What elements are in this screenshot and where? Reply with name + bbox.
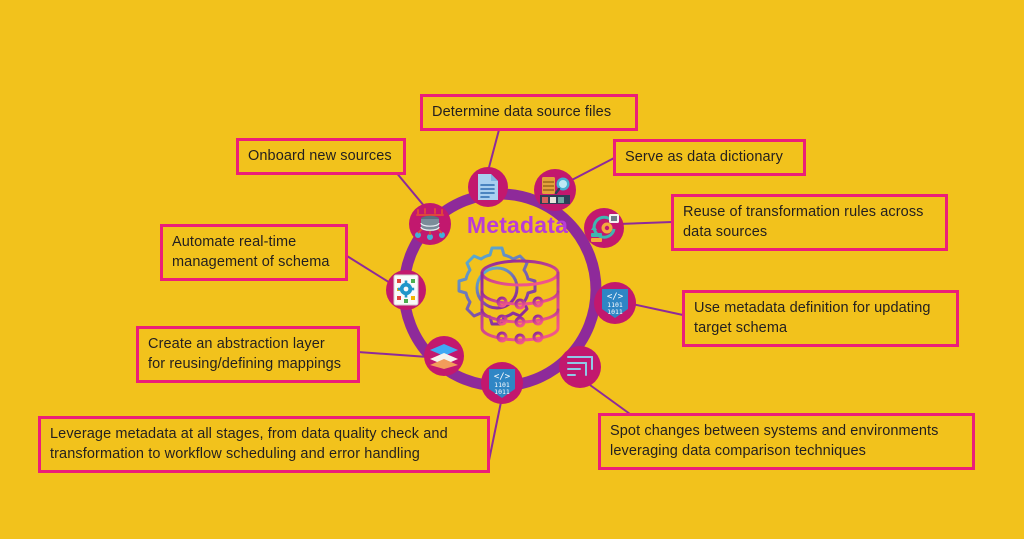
callout-serve-as-data-dictionary[interactable]: Serve as data dictionary <box>613 139 806 176</box>
callout-determine-data-source-files[interactable]: Determine data source files <box>420 94 638 131</box>
callout-create-an-abstraction-layer[interactable]: Create an abstraction layer for reusing/… <box>136 326 360 383</box>
center-illustration <box>457 246 560 345</box>
node-config-gear-doc-icon[interactable] <box>386 270 426 310</box>
callout-reuse-of-transformation-rules[interactable]: Reuse of transformation rules across dat… <box>671 194 948 251</box>
callout-use-metadata-definition[interactable]: Use metadata definition for updating tar… <box>682 290 959 347</box>
svg-text:1101: 1101 <box>607 301 623 309</box>
layers-icon <box>430 344 458 369</box>
leader-dictionary <box>565 155 619 184</box>
leader-abstraction <box>357 351 429 358</box>
leader-determine <box>486 125 501 176</box>
callout-spot-changes-between-systems[interactable]: Spot changes between systems and environ… <box>598 413 975 470</box>
database-cylinder-icon <box>480 259 560 345</box>
svg-text:1011: 1011 <box>607 308 623 316</box>
document-icon <box>478 174 498 200</box>
svg-text:</>: </> <box>607 292 624 302</box>
database-network-icon <box>415 208 445 240</box>
node-code-binary-icon-2[interactable]: </> 1101 1011 <box>481 362 523 404</box>
node-database-network-icon[interactable] <box>409 203 451 245</box>
callout-leverage-metadata-at-all-stages[interactable]: Leverage metadata at all stages, from da… <box>38 416 490 473</box>
node-server-search-icon[interactable] <box>534 169 576 211</box>
leader-usemeta <box>631 303 684 316</box>
code-binary-icon-2: </> 1101 1011 <box>489 369 515 398</box>
config-gear-doc-icon <box>393 274 419 306</box>
svg-text:</>: </> <box>494 372 511 382</box>
leader-spot <box>589 384 631 415</box>
code-binary-icon: </> 1101 1011 <box>602 289 628 318</box>
transform-sync-icon <box>591 214 619 242</box>
leader-reuse <box>617 221 673 225</box>
node-layers-icon[interactable] <box>424 336 464 376</box>
node-document-icon[interactable] <box>468 167 508 207</box>
page-title: Metadata <box>466 212 569 238</box>
node-transform-sync-icon[interactable] <box>584 208 624 248</box>
node-compare-list-icon[interactable] <box>559 346 601 388</box>
svg-text:1011: 1011 <box>494 388 510 396</box>
callout-automate-real-time-management[interactable]: Automate real-time management of schema <box>160 224 348 281</box>
svg-text:1101: 1101 <box>494 381 510 389</box>
server-search-icon <box>540 177 570 204</box>
compare-list-icon <box>567 356 593 376</box>
node-code-binary-icon[interactable]: </> 1101 1011 <box>594 282 636 324</box>
callout-onboard-new-sources[interactable]: Onboard new sources <box>236 138 406 175</box>
